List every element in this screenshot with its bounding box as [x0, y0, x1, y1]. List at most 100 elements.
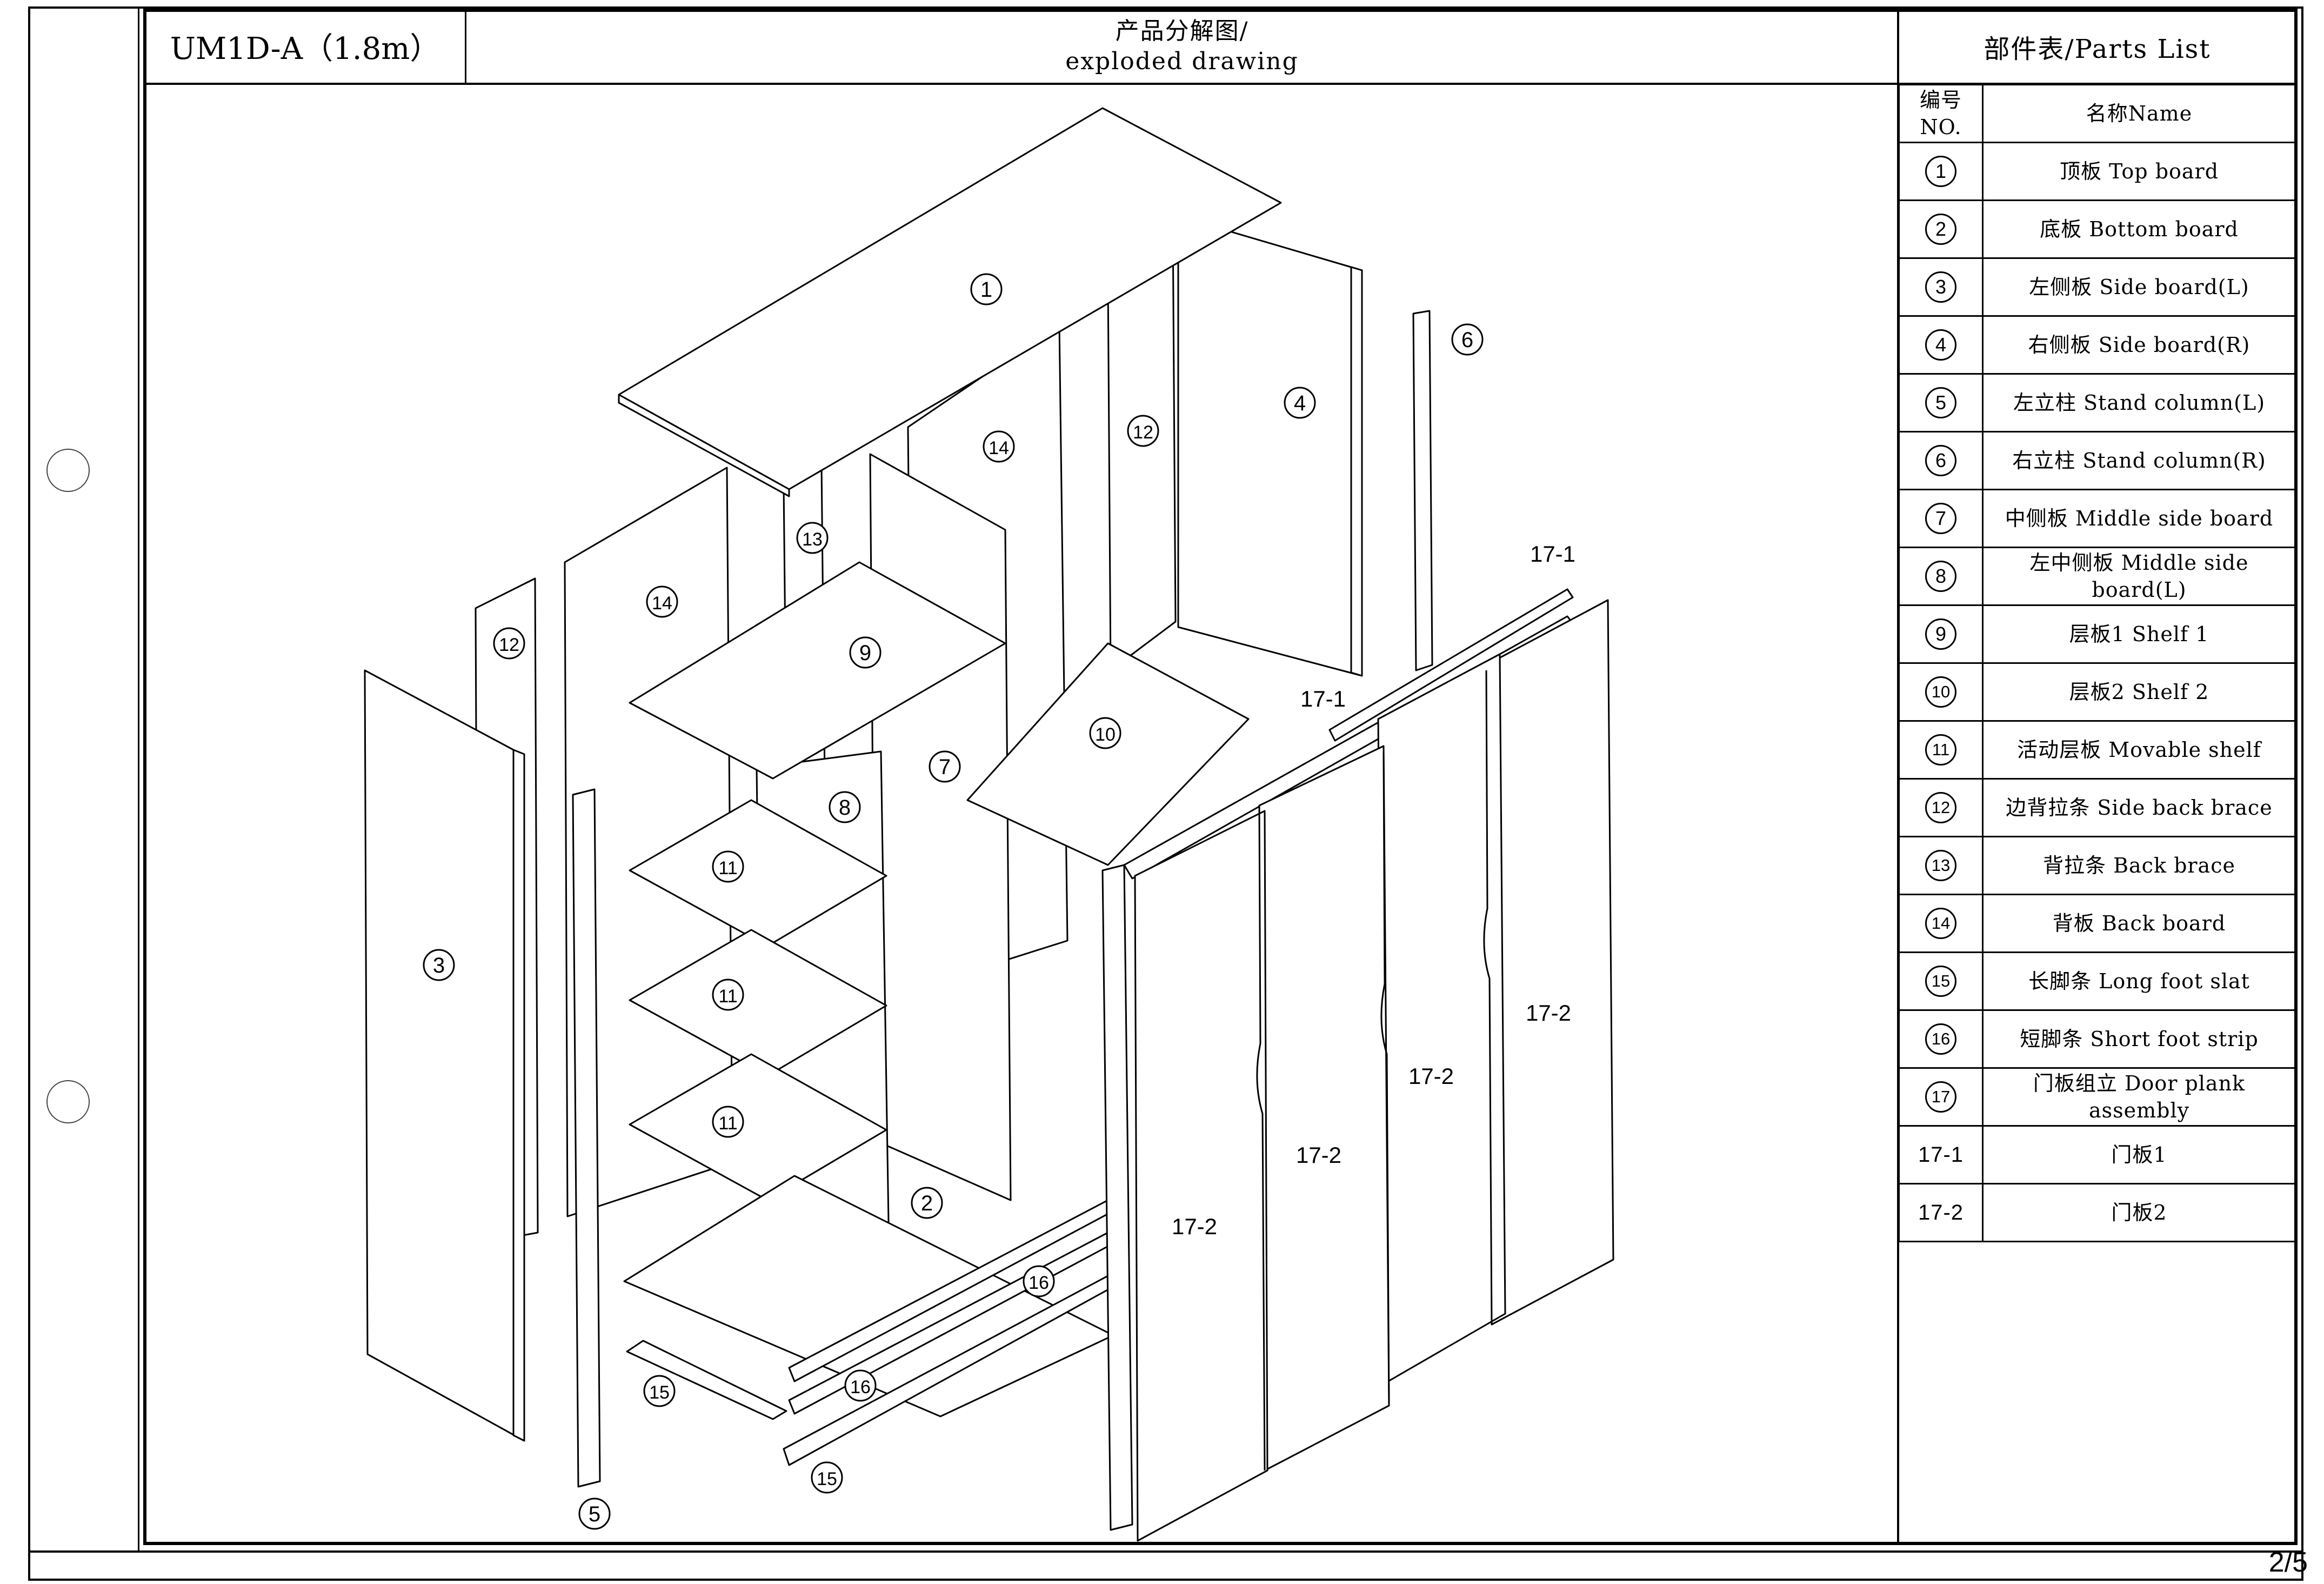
punch-hole-bottom	[46, 1080, 90, 1123]
part-movable-shelf-3	[629, 1053, 887, 1201]
callout-11: 11	[712, 1106, 744, 1138]
svg-text:4: 4	[1294, 391, 1306, 415]
door-label-17-1: 17-1	[1300, 686, 1346, 711]
frame-outer-top	[28, 6, 2303, 9]
part-name: 门板1	[1982, 1125, 2296, 1184]
part-movable-shelf-2	[629, 929, 887, 1077]
callout-4: 4	[1284, 387, 1316, 419]
frame-outer-left	[28, 6, 30, 1581]
callout-16: 16	[1023, 1265, 1055, 1297]
part-number: 17-2	[1898, 1183, 1984, 1242]
callout-5: 5	[578, 1498, 611, 1530]
part-number: 15	[1898, 951, 1984, 1011]
model-code: UM1D-A（1.8m）	[170, 31, 440, 66]
callout-3: 3	[423, 949, 455, 981]
drawing-title: 产品分解图/ exploded drawing	[466, 10, 1898, 83]
part-number: 4	[1898, 315, 1984, 375]
part-top-board-edge	[618, 394, 790, 497]
part-name: 左中侧板 Middle side board(L)	[1982, 547, 2296, 606]
col-no-header: 编号NO.	[1898, 84, 1984, 143]
callout-6: 6	[1451, 323, 1484, 356]
door-handle-groove-2	[1380, 751, 1390, 1406]
part-number: 6	[1898, 431, 1984, 490]
part-middle-side-board	[869, 453, 1012, 1201]
door-label-17-2: 17-2	[1408, 1063, 1454, 1089]
part-number: 17-1	[1898, 1125, 1984, 1184]
part-number: 8	[1898, 547, 1984, 606]
callout-15: 15	[643, 1375, 676, 1407]
door-label-17-2: 17-2	[1172, 1214, 1217, 1239]
part-long-foot-slat-1	[626, 1340, 787, 1420]
part-name: 边背拉条 Side back brace	[1982, 778, 2296, 837]
svg-text:8: 8	[839, 796, 851, 820]
part-door-panel-1	[1134, 810, 1268, 1542]
svg-text:15: 15	[817, 1469, 837, 1489]
part-name: 层板1 Shelf 1	[1982, 604, 2296, 664]
svg-text:10: 10	[1095, 724, 1116, 745]
frame-footer-line	[28, 1550, 2303, 1553]
parts-table-header: 编号NO. 名称Name	[1898, 84, 2296, 143]
part-name: 右立柱 Stand column(R)	[1982, 431, 2296, 490]
part-name: 背板 Back board	[1982, 894, 2296, 953]
page-number: 2/5	[2268, 1547, 2308, 1578]
part-name: 短脚条 Short foot strip	[1982, 1009, 2296, 1069]
part-door-panel-4	[1485, 599, 1614, 1326]
part-number: 2	[1898, 199, 1984, 259]
callout-2: 2	[911, 1187, 943, 1219]
callout-1: 1	[970, 273, 1003, 305]
part-door-top-bar-2	[1328, 588, 1574, 742]
part-right-stand-column	[1412, 310, 1433, 671]
punch-hole-top	[46, 449, 90, 492]
callout-14: 14	[646, 585, 678, 618]
part-name: 中侧板 Middle side board	[1982, 489, 2296, 548]
part-number: 9	[1898, 604, 1984, 664]
door-label-17-2: 17-2	[1296, 1142, 1341, 1168]
part-movable-shelf-1	[629, 799, 887, 947]
part-left-side-board	[364, 669, 525, 1442]
part-shelf-2	[966, 642, 1250, 866]
svg-text:14: 14	[652, 593, 672, 614]
part-door-panel-2	[1258, 745, 1390, 1472]
svg-text:6: 6	[1461, 328, 1473, 352]
part-number: 17	[1898, 1067, 1984, 1127]
part-name: 右侧板 Side board(R)	[1982, 315, 2296, 375]
part-name: 门板2	[1982, 1183, 2296, 1242]
callout-12: 12	[1127, 415, 1159, 447]
part-name: 活动层板 Movable shelf	[1982, 720, 2296, 780]
part-name: 顶板 Top board	[1982, 142, 2296, 201]
drawing-title-cn: 产品分解图/	[1115, 17, 1249, 45]
part-number: 13	[1898, 836, 1984, 895]
header-divider-1	[465, 9, 466, 84]
part-left-side-board-edge	[512, 749, 525, 1442]
svg-text:11: 11	[718, 858, 737, 878]
part-number: 16	[1898, 1009, 1984, 1069]
part-name: 左立柱 Stand column(L)	[1982, 373, 2296, 432]
callout-14: 14	[983, 430, 1015, 463]
callout-13: 13	[796, 522, 829, 554]
frame-outer-right	[2301, 6, 2303, 1581]
part-number: 1	[1898, 142, 1984, 201]
frame-binding-line	[138, 6, 139, 1553]
part-name: 长脚条 Long foot slat	[1982, 951, 2296, 1011]
svg-text:7: 7	[939, 755, 951, 779]
part-number: 10	[1898, 662, 1984, 722]
part-name: 层板2 Shelf 2	[1982, 662, 2296, 722]
svg-text:13: 13	[802, 529, 823, 550]
